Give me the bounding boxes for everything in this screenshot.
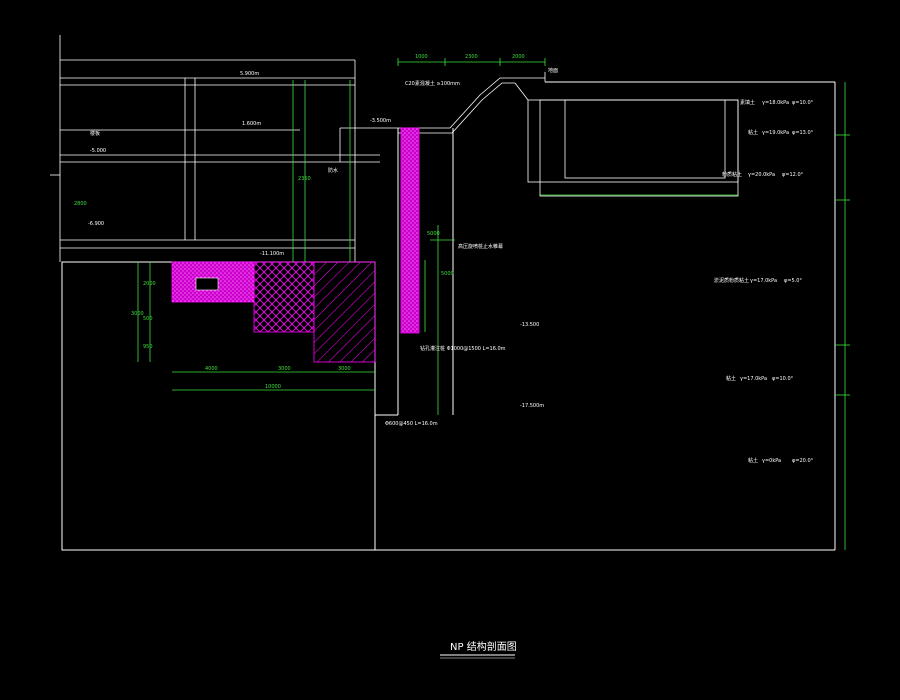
elev-minus-17-5: -17.500m — [520, 403, 544, 409]
dim-base-left: 4000 — [205, 366, 218, 372]
dim-base-total: 10000 — [265, 384, 281, 390]
soil-layer-1: 素填土 — [740, 99, 755, 106]
dim-base-htot: 3000 — [131, 311, 144, 317]
base-block-crosshatch — [253, 261, 315, 333]
dim-mid-h: 5000 — [441, 271, 454, 277]
soil-layer-4-gamma: γ=17.0kPa — [750, 278, 777, 284]
base-hole — [195, 277, 219, 291]
title-text: NP 结构剖面图 — [450, 640, 517, 653]
base-note: C20素混凝土 ≥100mm — [405, 80, 460, 87]
annotation-labels: C20素混凝土 ≥100mm 地面 防水 楼板 钻孔灌注桩 Φ1000@1500… — [90, 67, 558, 427]
soil-layer-6-phi: φ=20.0° — [792, 458, 814, 464]
soil-layer-3-gamma: γ=20.0kPa — [748, 172, 775, 178]
soil-layer-5: 粘土 — [726, 375, 736, 382]
dim-side-b: 2350 — [298, 176, 311, 182]
elev-minus-3-5: -3.500m — [370, 118, 391, 124]
pile-note-1: 钻孔灌注桩 Φ1000@1500 L=16.0m — [420, 345, 506, 352]
dim-top-a: 1000 — [415, 54, 428, 60]
soil-layer-2: 粘土 — [748, 129, 758, 136]
elevation-labels: 5.900m 1.600m -5.000 -6.900 -3.500m -11.… — [88, 71, 544, 409]
drawing-title: NP 结构剖面图 — [440, 640, 517, 659]
elev-minus-13-5: -13.500 — [520, 322, 539, 328]
pile-note-2: Φ600@450 L=16.0m — [385, 421, 438, 427]
dim-side-a: 2800 — [74, 201, 87, 207]
pile-column — [400, 127, 420, 334]
soil-layer-1-phi: φ=10.0° — [792, 100, 814, 106]
dim-base-h1: 2000 — [143, 281, 156, 287]
existing-building — [50, 35, 380, 262]
outer-frame — [61, 81, 836, 551]
soil-layer-5-phi: φ=10.0° — [772, 376, 794, 382]
soil-layer-5-gamma: γ=17.0kPa — [740, 376, 767, 382]
retaining-structure — [339, 72, 739, 197]
waterproof-note: 防水 — [328, 167, 338, 174]
anchor-note: 高压旋喷桩止水帷幕 — [458, 243, 503, 250]
dim-top-c: 2000 — [512, 54, 525, 60]
dim-base-right: 3000 — [338, 366, 351, 372]
elev-mid: 1.600m — [242, 121, 261, 127]
soil-layer-1-gamma: γ=18.0kPa — [762, 100, 789, 106]
soil-layer-6-gamma: γ=0kPa — [762, 458, 781, 464]
soil-layer-4-phi: φ=5.0° — [784, 278, 802, 284]
dim-base-mid: 3000 — [278, 366, 291, 372]
base-block-hatch — [313, 261, 376, 363]
soil-layer-6: 粘土 — [748, 457, 758, 464]
soil-layer-2-gamma: γ=19.0kPa — [762, 130, 789, 136]
dim-base-h3: 950 — [143, 344, 153, 350]
soil-layer-3: 粉质粘土 — [722, 171, 742, 178]
soil-layer-3-phi: φ=12.0° — [782, 172, 804, 178]
dimension-lines — [137, 58, 850, 550]
soil-layer-4: 淤泥质粉质粘土 — [714, 277, 749, 284]
dimension-values: 1000 2300 2000 2800 2350 4000 3000 3000 … — [74, 54, 525, 390]
soil-layer-2-phi: φ=13.0° — [792, 130, 814, 136]
top-note: 地面 — [548, 67, 558, 74]
soil-layer-labels: 素填土 γ=18.0kPa φ=10.0° 粘土 γ=19.0kPa φ=13.… — [714, 99, 814, 464]
floor-note: 楼板 — [90, 130, 100, 137]
elev-top: 5.900m — [240, 71, 259, 77]
dim-pile-len: 5000 — [427, 231, 440, 237]
dim-top-b: 2300 — [465, 54, 478, 60]
elev-minus-5: -5.000 — [90, 148, 106, 154]
dim-base-h2: 500 — [143, 316, 153, 322]
elev-minus-11-1: -11.100m — [260, 251, 284, 257]
elev-minus-6-9: -6.900 — [88, 221, 104, 227]
